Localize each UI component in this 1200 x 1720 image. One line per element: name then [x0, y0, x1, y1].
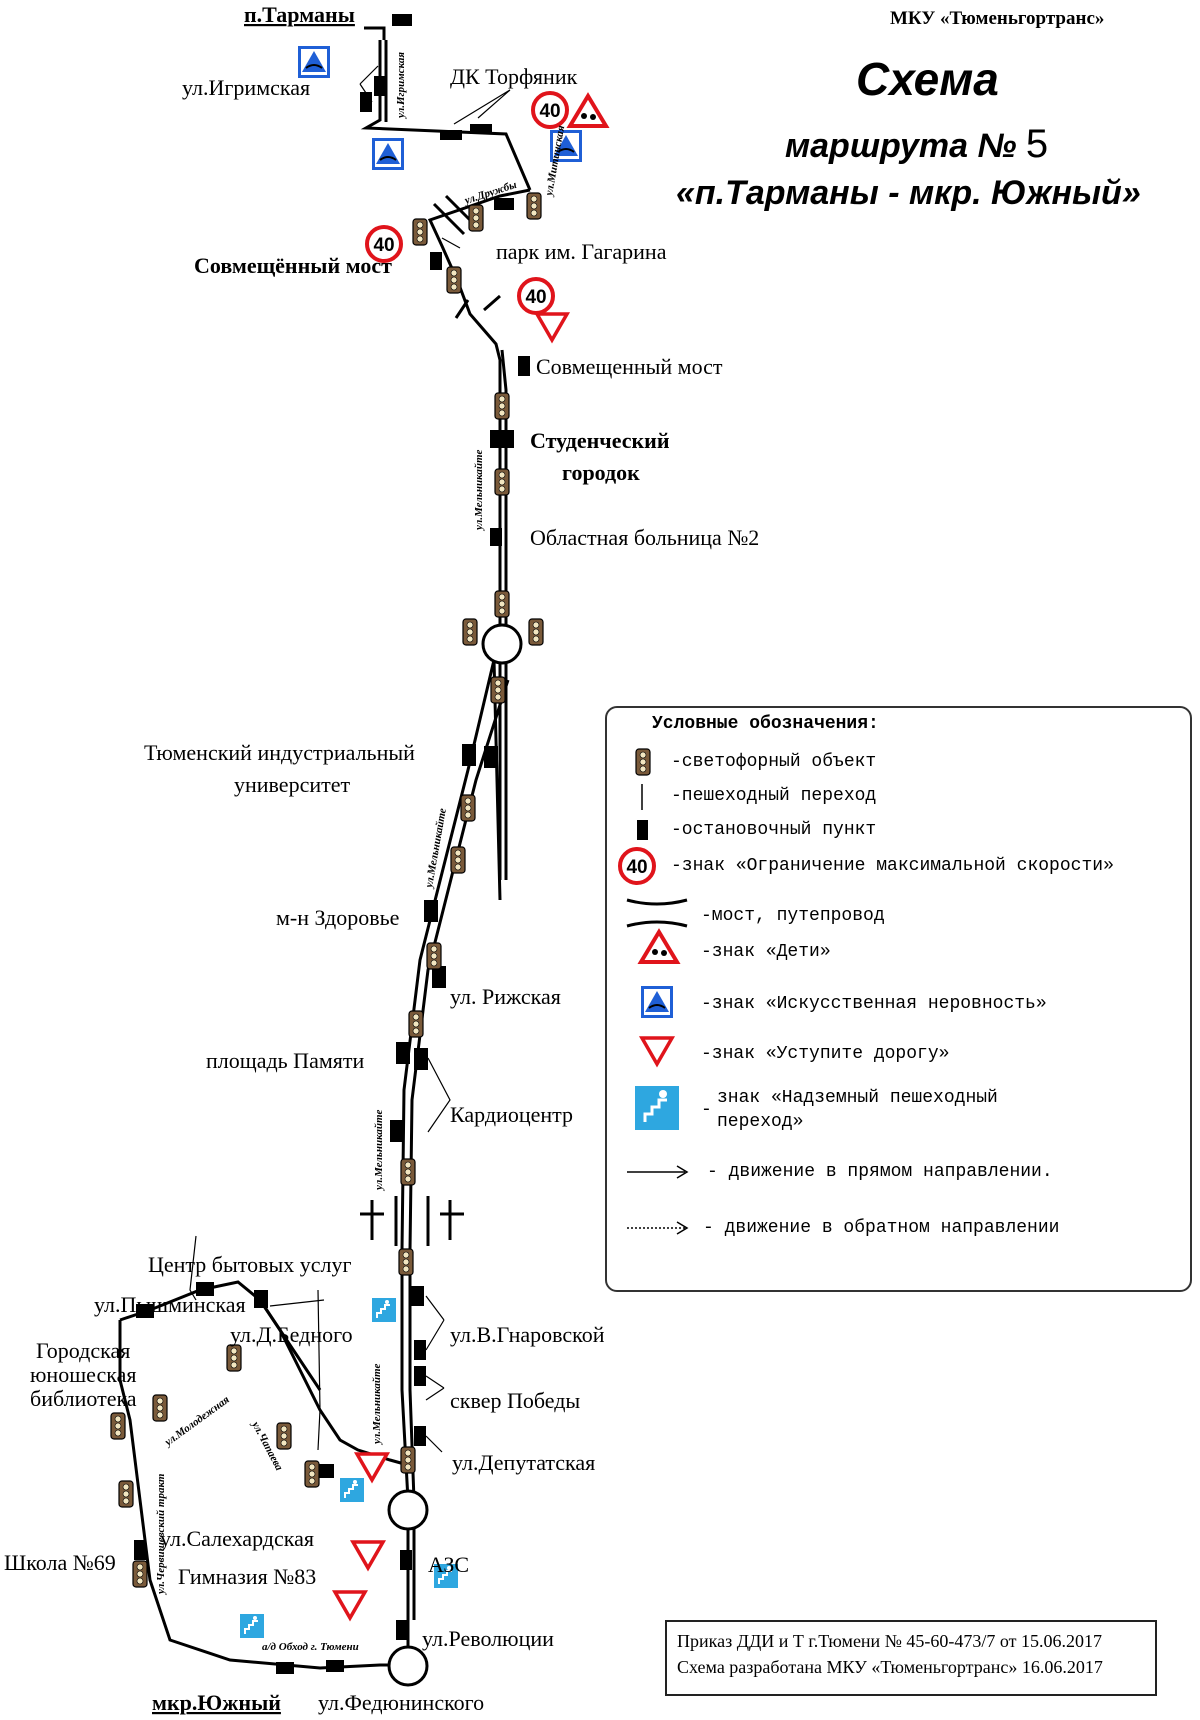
- stop-gymnasium: Гимназия №83: [178, 1564, 316, 1589]
- street-melnikaite-3: ул.Мельникайте: [373, 1110, 385, 1192]
- route-line-main: [118, 659, 510, 1670]
- stop-revolution: ул.Революции: [422, 1626, 554, 1651]
- legend-crossing: -пешеходный переход: [671, 786, 877, 806]
- stop-fedyuninskogo: ул.Федюнинского: [318, 1690, 484, 1715]
- stop-sovm-bridge-1: Совмещённый мост: [194, 253, 392, 278]
- legend-traffic-light: -светофорный объект: [671, 752, 877, 772]
- page-title: Схема: [856, 53, 999, 105]
- stop-yuzhny: мкр.Южный: [152, 1690, 281, 1715]
- street-melnikaite-4: ул.Мельникайте: [371, 1364, 383, 1446]
- stop-pamyati: площадь Памяти: [206, 1048, 364, 1073]
- stop-igrimskaya: ул.Игримская: [182, 75, 310, 100]
- stop-student-2: городок: [562, 460, 640, 485]
- stop-dk: ДК Торфяник: [450, 64, 578, 89]
- stop-library-2: юношеская: [30, 1362, 136, 1387]
- stop-student-1: Студенческий: [530, 428, 670, 453]
- legend-symbols: [618, 748, 689, 1235]
- street-obhod: а/д Обход г. Тюмени: [262, 1641, 359, 1653]
- order-note: Приказ ДДИ и Т г.Тюмени № 45-60-473/7 от…: [665, 1620, 1157, 1696]
- order-line-2: Схема разработана МКУ «Тюменьгортранс» 1…: [677, 1657, 1103, 1677]
- street-melnikaite-2: ул.Мельникайте: [423, 807, 449, 890]
- legend-forward: - движение в прямом направлении.: [707, 1162, 1053, 1182]
- stop-bednogo: ул.Д.Бедного: [230, 1322, 353, 1347]
- legend-bump: -знак «Искусственная неровность»: [701, 994, 1047, 1014]
- stop-school: Школа №69: [4, 1550, 116, 1575]
- legend-box: Условные обозначения: -светофорный объек…: [605, 706, 1192, 1292]
- organization-name: МКУ «Тюменьгортранс»: [890, 8, 1105, 29]
- stop-sovm-bridge-2: Совмещенный мост: [536, 354, 723, 379]
- stop-skver: сквер Победы: [450, 1388, 580, 1413]
- stop-pyshminskaya: ул.Пышминская: [94, 1292, 246, 1317]
- stop-bytovye: Центр бытовых услуг: [148, 1252, 352, 1277]
- roundabout-terminal: [387, 1645, 429, 1687]
- legend-overpass-2: переход»: [717, 1112, 804, 1132]
- route-number: 5: [1025, 122, 1049, 166]
- roundabout-north: [481, 623, 523, 665]
- legend-reverse: - движение в обратном направлении: [703, 1218, 1060, 1238]
- stop-university-1: Тюменский индустриальный: [144, 740, 415, 765]
- stop-rizhskaya: ул. Рижская: [450, 984, 561, 1009]
- stop-zdorovye: м-н Здоровье: [276, 905, 399, 930]
- stop-gnarovskoy: ул.В.Гнаровской: [450, 1322, 605, 1347]
- street-melnikaite-1: ул.Мельникайте: [473, 450, 485, 532]
- street-chervishevsky: ул.Червишевский тракт: [155, 1473, 167, 1596]
- road-signs: [239, 45, 610, 1639]
- stop-hospital: Областная больница №2: [530, 525, 759, 550]
- stop-kardio: Кардиоцентр: [450, 1102, 573, 1127]
- subtitle-text: маршрута №: [785, 127, 1017, 165]
- legend-children: -знак «Дети»: [701, 942, 831, 962]
- legend-bridge: -мост, путепровод: [701, 906, 885, 926]
- legend-title: Условные обозначения:: [652, 714, 879, 734]
- stop-library-3: библиотека: [30, 1386, 137, 1411]
- stop-salekhardskaya: ул.Салехардская: [160, 1526, 314, 1551]
- traffic-lights: [110, 192, 544, 1588]
- stop-markers: [134, 14, 530, 1674]
- legend-stop: -остановочный пункт: [671, 820, 877, 840]
- route-subtitle: маршрута № 5: [785, 122, 1048, 167]
- roundabout-south: [387, 1489, 429, 1531]
- legend-yield: -знак «Уступите дорогу»: [701, 1044, 950, 1064]
- stop-deputatskaya: ул.Депутатская: [452, 1450, 595, 1475]
- stop-labels: п.Тарманы ул.Игримская ДК Торфяник Совме…: [4, 2, 759, 1715]
- bridge-sovm: [360, 194, 501, 1246]
- street-igrimskaya: ул.Игримская: [395, 52, 407, 120]
- route-name: «п.Тарманы - мкр. Южный»: [676, 174, 1141, 212]
- legend-overpass-1: знак «Надземный пешеходный: [717, 1088, 998, 1108]
- stop-tarmany: п.Тарманы: [244, 2, 355, 27]
- street-molodezhnaya: ул.Молодежная: [161, 1393, 232, 1449]
- stop-library-1: Городская: [36, 1338, 130, 1363]
- legend-overpass-dash: -: [701, 1100, 712, 1120]
- stop-university-2: университет: [234, 772, 350, 797]
- leader-lines: [189, 65, 511, 1453]
- stop-park: парк им. Гагарина: [496, 239, 667, 264]
- legend-speed: -знак «Ограничение максимальной скорости…: [671, 856, 1114, 876]
- order-line-1: Приказ ДДИ и Т г.Тюмени № 45-60-473/7 от…: [677, 1631, 1102, 1651]
- stop-azs: АЗС: [428, 1552, 469, 1577]
